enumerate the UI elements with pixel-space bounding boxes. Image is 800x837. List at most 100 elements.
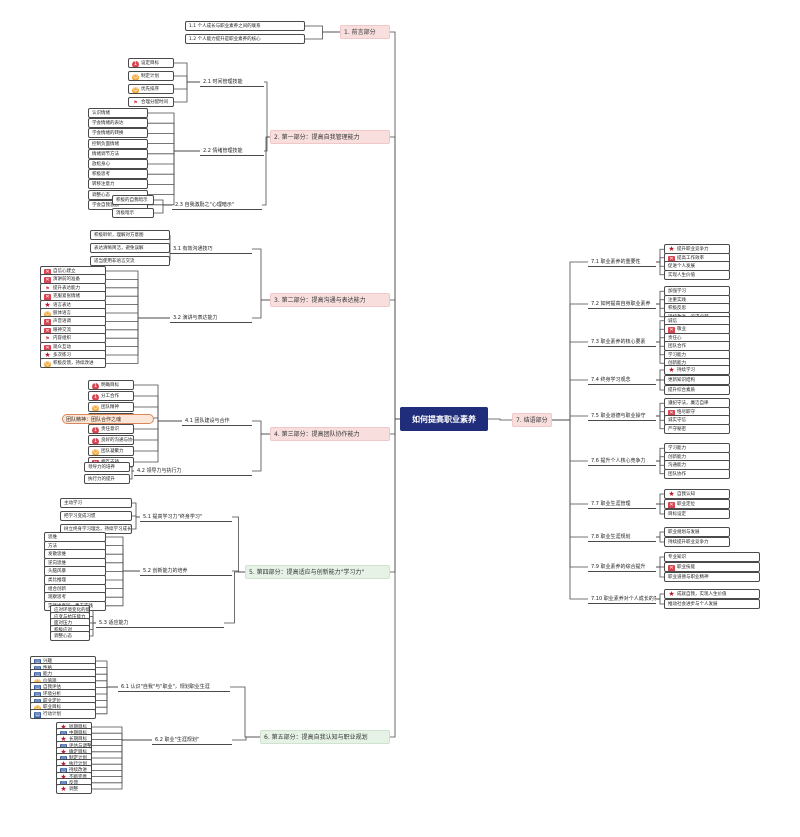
b7-g7-item-1[interactable]: 持续提升职业竞争力 (664, 537, 730, 547)
b5-g3-item-2-label: 面对压力 (54, 621, 72, 626)
b2-g2-item-1[interactable]: 学会情绪的表达 (88, 118, 148, 129)
b4-g2-item-1[interactable]: 执行力的提升 (84, 474, 130, 484)
b6-g2-item-0-label: 短期目标 (69, 725, 87, 730)
b6-g2-item-10[interactable]: ★调整 (56, 784, 92, 794)
b2-g1-item-2[interactable]: ☺优先排序 (128, 84, 174, 94)
star-icon: ★ (668, 366, 675, 374)
b6-g2-group[interactable]: 6.2 职业"生涯规划" (152, 735, 232, 745)
connector (252, 299, 270, 319)
b7-group-3[interactable]: 7.4 终身学习观念 (588, 375, 656, 385)
branch-b4[interactable]: 4. 第三部分：提高团队协作能力 (270, 427, 390, 441)
b2-g2-group[interactable]: 2.2 情绪管理技能 (200, 146, 264, 156)
b5-g1-group[interactable]: 5.1 提高学习力"终身学习" (140, 512, 232, 522)
b2-g3-item-1-label: 消极暗示 (116, 211, 134, 216)
b7-g3-item-0[interactable]: ★持续学习 (664, 365, 730, 375)
b5-g1-item-1[interactable]: 把学习变成习惯 (60, 511, 132, 521)
b7-g9-item-1-label: 推动社会进步与个人发展 (668, 602, 718, 607)
b7-group-6[interactable]: 7.7 职业生涯管理 (588, 499, 656, 509)
b2-g2-item-2[interactable]: 学会情绪的转换 (88, 128, 148, 139)
edge-root-b6 (390, 418, 400, 738)
b5-g2-group-label: 5.2 创新能力的培养 (143, 568, 188, 574)
b3-g1-item-1[interactable]: 表达清晰简洁，避免误解 (90, 243, 170, 253)
b6-g1-group-label: 6.1 认识"自我"与"职业"，规划职业生涯 (121, 684, 210, 690)
b7-g6-item-2[interactable]: 目标设定 (664, 509, 730, 519)
b7-group-8[interactable]: 7.9 职业素养的综合提升 (588, 562, 656, 572)
b7-group-0[interactable]: 7.1 职业素养的重要性 (588, 257, 656, 267)
b4-g1-item-2[interactable]: ☺团队精神 (88, 402, 134, 412)
b2-g2-item-6[interactable]: 积极思考 (88, 169, 148, 180)
b6-g1-item-8[interactable]: ▤行动计划 (30, 708, 96, 719)
b4-g1-item-6[interactable]: ☺团队凝聚力 (88, 446, 134, 456)
connector (252, 420, 270, 435)
b2-g1-item-3[interactable]: ⚑合理分配时间 (128, 97, 174, 107)
b5-g3-item-3-label: 积极应对 (54, 627, 72, 633)
b7-group-7[interactable]: 7.8 职业生涯规划 (588, 532, 656, 542)
b7-g8-item-1[interactable]: ✕职业技能 (664, 562, 760, 572)
b2-g1-group[interactable]: 2.1 时间管理技能 (200, 77, 264, 87)
b7-g6-item-1[interactable]: ✕职业定位 (664, 499, 730, 509)
b7-g4-item-3[interactable]: 严守秘密 (664, 423, 730, 434)
connector (224, 571, 245, 624)
branch-b7[interactable]: 7. 结语部分 (512, 413, 552, 427)
b7-g6-item-2-label: 目标设定 (668, 512, 686, 517)
b3-g1-item-0[interactable]: 积极聆听，理解对方意图 (90, 230, 170, 240)
branch-b2[interactable]: 2. 第一部分：提高自我管理能力 (270, 130, 390, 144)
b7-g9-item-0[interactable]: ★成就自我，实现人生价值 (664, 589, 760, 599)
b3-g1-group[interactable]: 3.1 有效沟通技巧 (170, 244, 252, 254)
b7-g8-item-2[interactable]: 职业道德与职业精神 (664, 572, 760, 582)
b7-group-5[interactable]: 7.6 提升个人核心竞争力 (588, 456, 656, 466)
b2-g2-item-4[interactable]: 情绪调节方法 (88, 148, 148, 159)
b7-g3-item-2[interactable]: 提升综合素质 (664, 385, 730, 395)
b7-group-2[interactable]: 7.3 职业素养的核心要素 (588, 337, 656, 347)
b3-g2-group[interactable]: 3.2 演讲与表达能力 (170, 313, 252, 323)
b2-g3-item-0[interactable]: 积极的自我暗示 (112, 195, 154, 205)
branch-b1[interactable]: 1. 前言部分 (340, 25, 390, 39)
b7-g5-item-3[interactable]: 团队协作 (664, 468, 730, 479)
b2-g3-item-1[interactable]: 消极暗示 (112, 208, 154, 218)
b5-g3-group[interactable]: 5.3 适应能力 (96, 618, 224, 628)
branch-b5[interactable]: 5. 第四部分：提高适应与创新能力"学习力" (245, 565, 390, 579)
b2-g1-item-3-label: 合理分配时间 (141, 100, 168, 105)
b2-g2-item-3[interactable]: 控制负面情绪 (88, 138, 148, 149)
b2-g3-group[interactable]: 2.3 自我激励之"心理暗示" (172, 200, 262, 210)
b7-g9-item-1[interactable]: 推动社会进步与个人发展 (664, 599, 760, 609)
b5-g2-group[interactable]: 5.2 创新能力的培养 (140, 566, 232, 576)
b3-g1-item-2[interactable]: 适当使用非语言交流 (90, 256, 170, 266)
b1-item-1-label: 1.2 个人能力提升是职业素养的核心 (189, 37, 261, 42)
b6-g1-group[interactable]: 6.1 认识"自我"与"职业"，规划职业生涯 (118, 682, 230, 692)
b4-g2-item-0[interactable]: 领导力的培养 (84, 462, 130, 472)
b5-g3-item-4[interactable]: 调整心态 (50, 631, 90, 641)
b7-g6-item-0[interactable]: ★自我认知 (664, 489, 730, 499)
b7-g0-item-3[interactable]: 实现人生价值 (664, 269, 730, 280)
root-node[interactable]: 如何提高职业素养 (400, 407, 488, 431)
smile-icon: ☺ (44, 361, 51, 368)
b4-g2-group[interactable]: 4.2 领导力与执行力 (134, 466, 252, 476)
b2-g1-item-1[interactable]: ☺制定计划 (128, 71, 174, 81)
b5-g1-item-0[interactable]: 主动学习 (60, 498, 132, 508)
b7-group-9[interactable]: 7.10 职业素养对个人成长的意义 (588, 594, 656, 604)
b7-g3-item-1[interactable]: 更新知识结构 (664, 375, 730, 385)
b2-g2-item-0[interactable]: 认识情绪 (88, 108, 148, 118)
b3-g2-item-5-label: 肢体语言 (53, 311, 71, 316)
b7-group-1[interactable]: 7.2 如何提高自身职业素养 (588, 299, 656, 309)
b7-g8-item-0[interactable]: 专业知识 (664, 552, 760, 562)
b6-g1-item-4-label: 自我评估 (43, 685, 61, 691)
b1-item-0[interactable]: 1.1 个人成长与职业素养之间的联系 (185, 21, 305, 31)
branch-b3[interactable]: 3. 第二部分：提高沟通与表达能力 (270, 293, 390, 307)
b2-g2-item-7[interactable]: 转移注意力 (88, 179, 148, 190)
b7-group-4[interactable]: 7.5 职业道德与职业操守 (588, 411, 656, 421)
b2-g2-item-5[interactable]: 放松身心 (88, 159, 148, 169)
branch-b6[interactable]: 6. 第五部分：提高自我认知与职业规划 (260, 730, 390, 744)
highlight-callout[interactable]: 团队精神：团队合作之魂 (62, 414, 154, 424)
b1-item-1[interactable]: 1.2 个人能力提升是职业素养的核心 (185, 34, 305, 44)
b4-g1-item-0-label: 明确目标 (101, 383, 119, 388)
b3-g2-item-11[interactable]: ☺积极反馈，持续改进 (40, 358, 106, 369)
b4-g1-group[interactable]: 4.1 团队建设与合作 (182, 416, 252, 426)
b7-g7-item-0[interactable]: 职业规划与发展 (664, 527, 730, 537)
b6-g1-item-2-label: 能力 (43, 672, 52, 678)
